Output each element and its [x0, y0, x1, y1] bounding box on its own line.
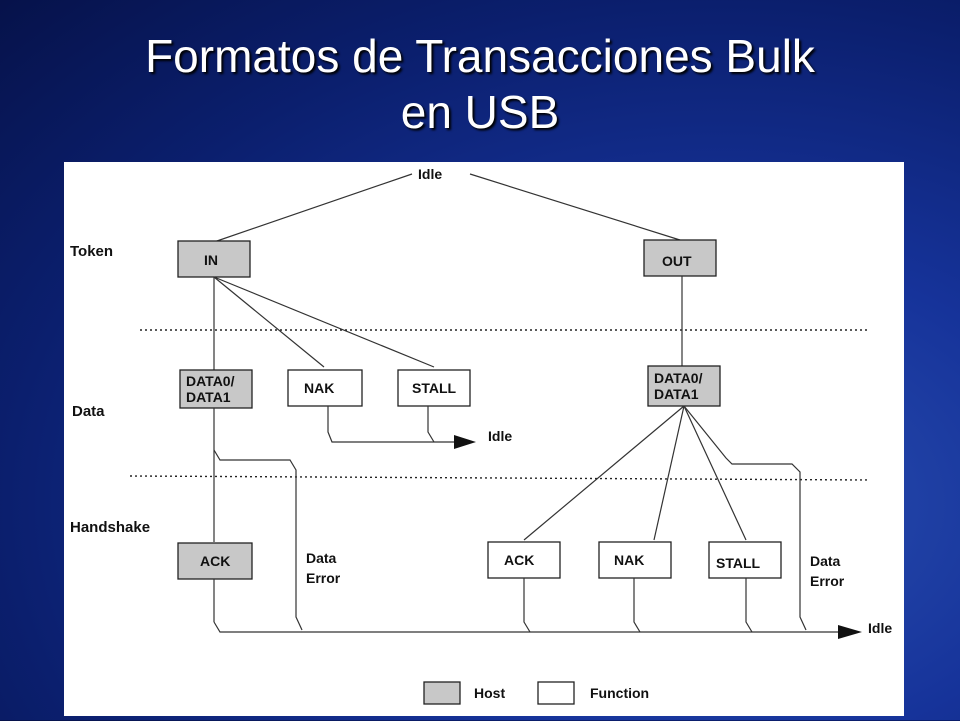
- in-data-error-label-2: Error: [306, 570, 341, 586]
- in-to-nak-line: [213, 276, 325, 368]
- out-stall-down-line: [745, 578, 753, 633]
- bottom-idle-bus: [213, 621, 844, 633]
- phase-token-label: Token: [70, 243, 113, 260]
- idle-top-label: Idle: [418, 166, 442, 182]
- in-data-label-1: DATA0/: [186, 373, 235, 389]
- slide-title-line-1: Formatos de Transacciones Bulk: [145, 30, 815, 82]
- idle-mid-label: Idle: [488, 428, 512, 444]
- slide-title-line-2: en USB: [400, 86, 560, 138]
- legend-function-label: Function: [590, 685, 649, 701]
- legend-host-label: Host: [474, 685, 505, 701]
- out-ack-label: ACK: [504, 552, 534, 568]
- in-nak-label: NAK: [304, 380, 334, 396]
- out-stall-box: [708, 541, 782, 579]
- out-nak-label: NAK: [614, 552, 644, 568]
- legend-host-swatch: [423, 681, 461, 705]
- out-data-label-1: DATA0/: [654, 370, 703, 386]
- out-data-error-label-2: Error: [810, 573, 845, 589]
- in-ack-label: ACK: [200, 553, 230, 569]
- in-stall-box: [397, 369, 471, 407]
- in-to-stall-line: [213, 276, 435, 368]
- in-nak-to-idle-line: [327, 406, 454, 443]
- in-token-label: IN: [204, 252, 218, 268]
- in-data-box: [179, 369, 253, 409]
- in-data-error-line: [213, 449, 303, 631]
- mid-idle-arrow: [454, 435, 476, 449]
- in-stall-label: STALL: [412, 380, 457, 396]
- idle-bottom-label: Idle: [868, 620, 892, 636]
- out-token-box: [643, 239, 717, 277]
- out-nak-down-line: [633, 578, 641, 633]
- bulk-transaction-diagram: Idle Token Data Handshake IN DATA0/ DATA…: [64, 162, 904, 716]
- out-token-label: OUT: [662, 253, 692, 269]
- out-ack-box: [487, 541, 561, 579]
- in-data-label-2: DATA1: [186, 389, 231, 405]
- out-data-box: [647, 365, 721, 407]
- in-nak-box: [287, 369, 363, 407]
- diagram-canvas: Idle Token Data Handshake IN DATA0/ DATA…: [70, 166, 892, 705]
- in-ack-box: [177, 542, 253, 580]
- out-stall-label: STALL: [716, 555, 761, 571]
- out-data-to-stall-line: [683, 405, 747, 541]
- out-data-to-ack-line: [523, 405, 685, 541]
- out-data-error-label-1: Data: [810, 553, 841, 569]
- in-stall-to-idle-line: [427, 406, 435, 443]
- out-data-to-nak-line: [653, 405, 685, 541]
- idle-to-out-line: [469, 173, 681, 241]
- out-nak-box: [598, 541, 672, 579]
- in-data-error-label-1: Data: [306, 550, 337, 566]
- out-data-error-line: [683, 405, 807, 631]
- bottom-idle-arrow: [838, 625, 862, 639]
- data-handshake-separator: [129, 475, 871, 481]
- in-token-box: [177, 240, 251, 278]
- slide-title: Formatos de Transacciones Bulk en USB: [0, 28, 960, 140]
- legend-function-swatch: [537, 681, 575, 705]
- out-ack-down-line: [523, 578, 531, 633]
- phase-handshake-label: Handshake: [70, 519, 150, 536]
- out-data-label-2: DATA1: [654, 386, 699, 402]
- phase-data-label: Data: [72, 403, 105, 420]
- idle-to-in-line: [213, 173, 413, 243]
